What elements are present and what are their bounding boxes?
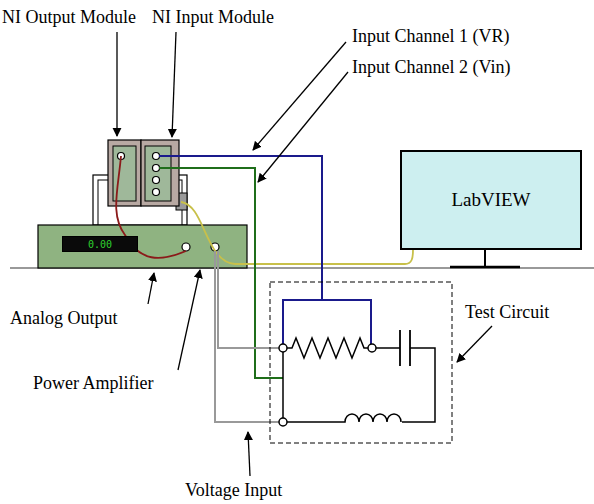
capacitor-symbol (399, 330, 401, 366)
input-terminal (153, 165, 160, 172)
node-text: 0.00 (88, 239, 112, 250)
input-terminal (153, 189, 160, 196)
callout-label: Input Channel 2 (Vin) (352, 56, 510, 78)
leader-arrow (248, 432, 250, 476)
test-circuit-boundary (270, 282, 452, 443)
terminal (368, 344, 376, 352)
input-module (141, 140, 179, 206)
callout-label: Analog Output (10, 307, 118, 329)
leader-arrow (253, 42, 346, 150)
leader-arrow (116, 32, 117, 136)
output-module (108, 140, 141, 206)
callout-label: Input Channel 1 (VR) (352, 25, 509, 47)
grey-wires (215, 251, 279, 422)
terminal (279, 344, 287, 352)
monitor-stand (484, 250, 486, 266)
node-text: LabVIEW (451, 189, 530, 211)
callout-label: Power Amplifier (33, 372, 153, 394)
green-wire (159, 168, 283, 378)
callout-label: Voltage Input (185, 479, 282, 501)
callout-label: Test Circuit (465, 301, 549, 323)
amplifier-terminal (182, 243, 190, 251)
inductor-symbol (287, 414, 401, 422)
leader-arrow (172, 32, 176, 137)
circuit-wire (402, 348, 435, 422)
input-terminal (153, 177, 160, 184)
resistor-symbol (287, 338, 368, 358)
monitor-screen: LabVIEW (400, 150, 582, 250)
input-module-face (145, 146, 171, 201)
leader-arrow (148, 273, 154, 304)
input-terminal (153, 153, 160, 160)
blue-wire (159, 156, 371, 344)
terminal (279, 418, 287, 426)
circuit-wire (376, 347, 400, 349)
amplifier-display: 0.00 (62, 236, 138, 252)
callout-label: NI Input Module (152, 6, 274, 28)
leader-arrows (117, 32, 492, 476)
leader-arrow (258, 72, 348, 182)
monitor-base (450, 266, 520, 269)
circuit-wire (282, 352, 284, 418)
leader-arrow (457, 326, 492, 362)
leader-arrow (178, 270, 200, 370)
callout-label: NI Output Module (2, 6, 136, 28)
